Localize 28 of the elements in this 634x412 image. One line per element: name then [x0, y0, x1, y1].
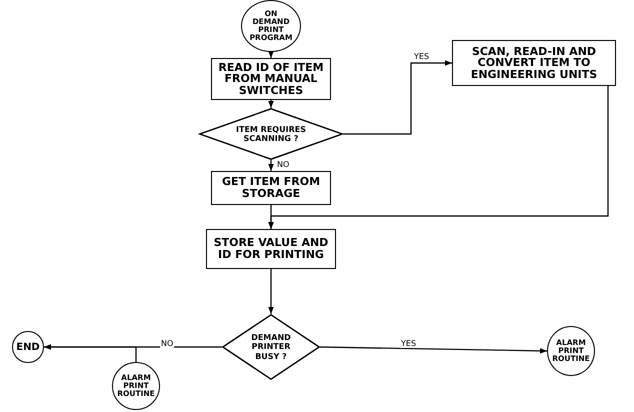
process-box	[206, 229, 336, 269]
arrow	[268, 269, 274, 314]
arrow	[268, 51, 274, 58]
edge-label: NO	[160, 340, 174, 348]
node-text: SCAN, READ-IN AND CONVERT ITEM TO ENGINEERING UNITS	[470, 46, 598, 80]
arrow	[320, 346, 548, 354]
arrow	[44, 344, 137, 362]
arrow	[343, 60, 452, 135]
process-box	[452, 40, 616, 86]
node-text: ITEM REQUIRES SCANNING ?	[235, 124, 307, 144]
edge-label: NO	[276, 161, 290, 169]
node-text: END	[16, 342, 40, 352]
arrow	[268, 100, 274, 108]
edge-label: YES	[400, 340, 418, 348]
end-circle	[12, 331, 44, 363]
process-box	[211, 58, 331, 100]
arrow	[268, 160, 274, 171]
node-text: DEMAND PRINTER BUSY ?	[250, 333, 292, 361]
connector-circle	[547, 326, 595, 376]
decision-diamond	[199, 108, 343, 160]
arrow	[268, 205, 274, 229]
node-text: GET ITEM FROM STORAGE	[220, 176, 322, 200]
decision-diamond	[222, 314, 320, 380]
process-box	[211, 171, 331, 205]
node-text: STORE VALUE AND ID FOR PRINTING	[212, 237, 330, 261]
connector-circle	[112, 362, 160, 410]
node-text: READ ID OF ITEM FROM MANUAL SWITCHES	[217, 62, 325, 96]
edge-label: YES	[413, 53, 430, 61]
